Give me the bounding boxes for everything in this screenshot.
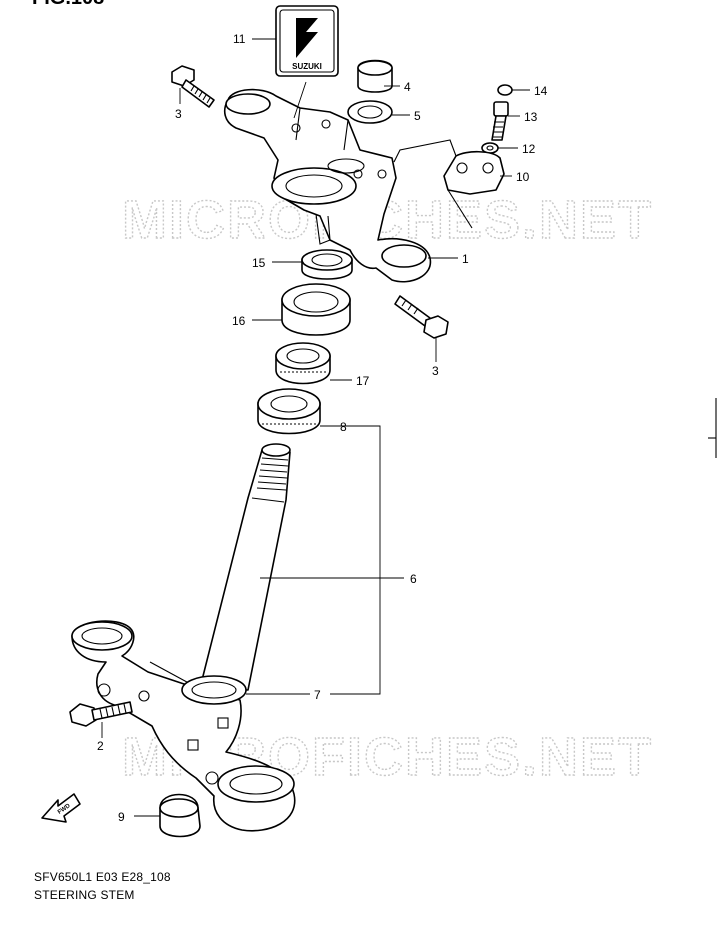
part-10-clamp bbox=[393, 139, 505, 229]
callout-8: 8 bbox=[340, 420, 347, 434]
callout-9: 9 bbox=[118, 810, 125, 824]
leader-lines bbox=[101, 38, 530, 817]
part-1-upper-bracket bbox=[223, 88, 432, 283]
part-15-ring-nut bbox=[301, 249, 353, 280]
part-14-cap bbox=[497, 84, 513, 96]
footer-code: SFV650L1 E03 E28_108 bbox=[34, 870, 171, 884]
callout-17: 17 bbox=[356, 374, 370, 388]
part-16-dust-seal bbox=[281, 283, 351, 336]
part-3-bolt-lower bbox=[394, 295, 449, 339]
part-8-bearing bbox=[257, 388, 321, 435]
callout-1: 1 bbox=[462, 252, 469, 266]
part-17-bearing bbox=[275, 342, 331, 385]
fwd-arrow: FWD bbox=[41, 793, 81, 823]
footer-title: STEERING STEM bbox=[34, 888, 135, 902]
suzuki-s-logo-icon bbox=[296, 18, 318, 58]
callout-10: 10 bbox=[516, 170, 530, 184]
callouts: 11 3 4 5 14 13 12 10 1 15 16 3 17 8 6 7 … bbox=[97, 32, 548, 824]
callout-6: 6 bbox=[410, 572, 417, 586]
part-9-cap bbox=[159, 793, 201, 838]
emblem-text: SUZUKI bbox=[292, 62, 322, 71]
callout-3-upper: 3 bbox=[175, 107, 182, 121]
part-3-bolt-upper bbox=[171, 65, 215, 108]
part-2-bolt bbox=[69, 701, 133, 727]
callout-2: 2 bbox=[97, 739, 104, 753]
part-13-bolt bbox=[491, 101, 509, 141]
callout-7: 7 bbox=[314, 688, 321, 702]
callout-14: 14 bbox=[534, 84, 548, 98]
figure-label: FIG.108 bbox=[32, 0, 104, 9]
callout-15: 15 bbox=[252, 256, 266, 270]
callout-11: 11 bbox=[233, 32, 246, 46]
part-6-steering-stem bbox=[71, 443, 296, 832]
callout-3-lower: 3 bbox=[432, 364, 439, 378]
callout-13: 13 bbox=[524, 110, 538, 124]
callout-5: 5 bbox=[414, 109, 421, 123]
part-11-emblem: SUZUKI bbox=[275, 5, 339, 77]
callout-12: 12 bbox=[522, 142, 536, 156]
callout-16: 16 bbox=[232, 314, 246, 328]
callout-4: 4 bbox=[404, 80, 411, 94]
part-4-cap bbox=[357, 59, 393, 93]
part-5-washer bbox=[347, 100, 393, 124]
part-7-seal bbox=[181, 675, 247, 705]
